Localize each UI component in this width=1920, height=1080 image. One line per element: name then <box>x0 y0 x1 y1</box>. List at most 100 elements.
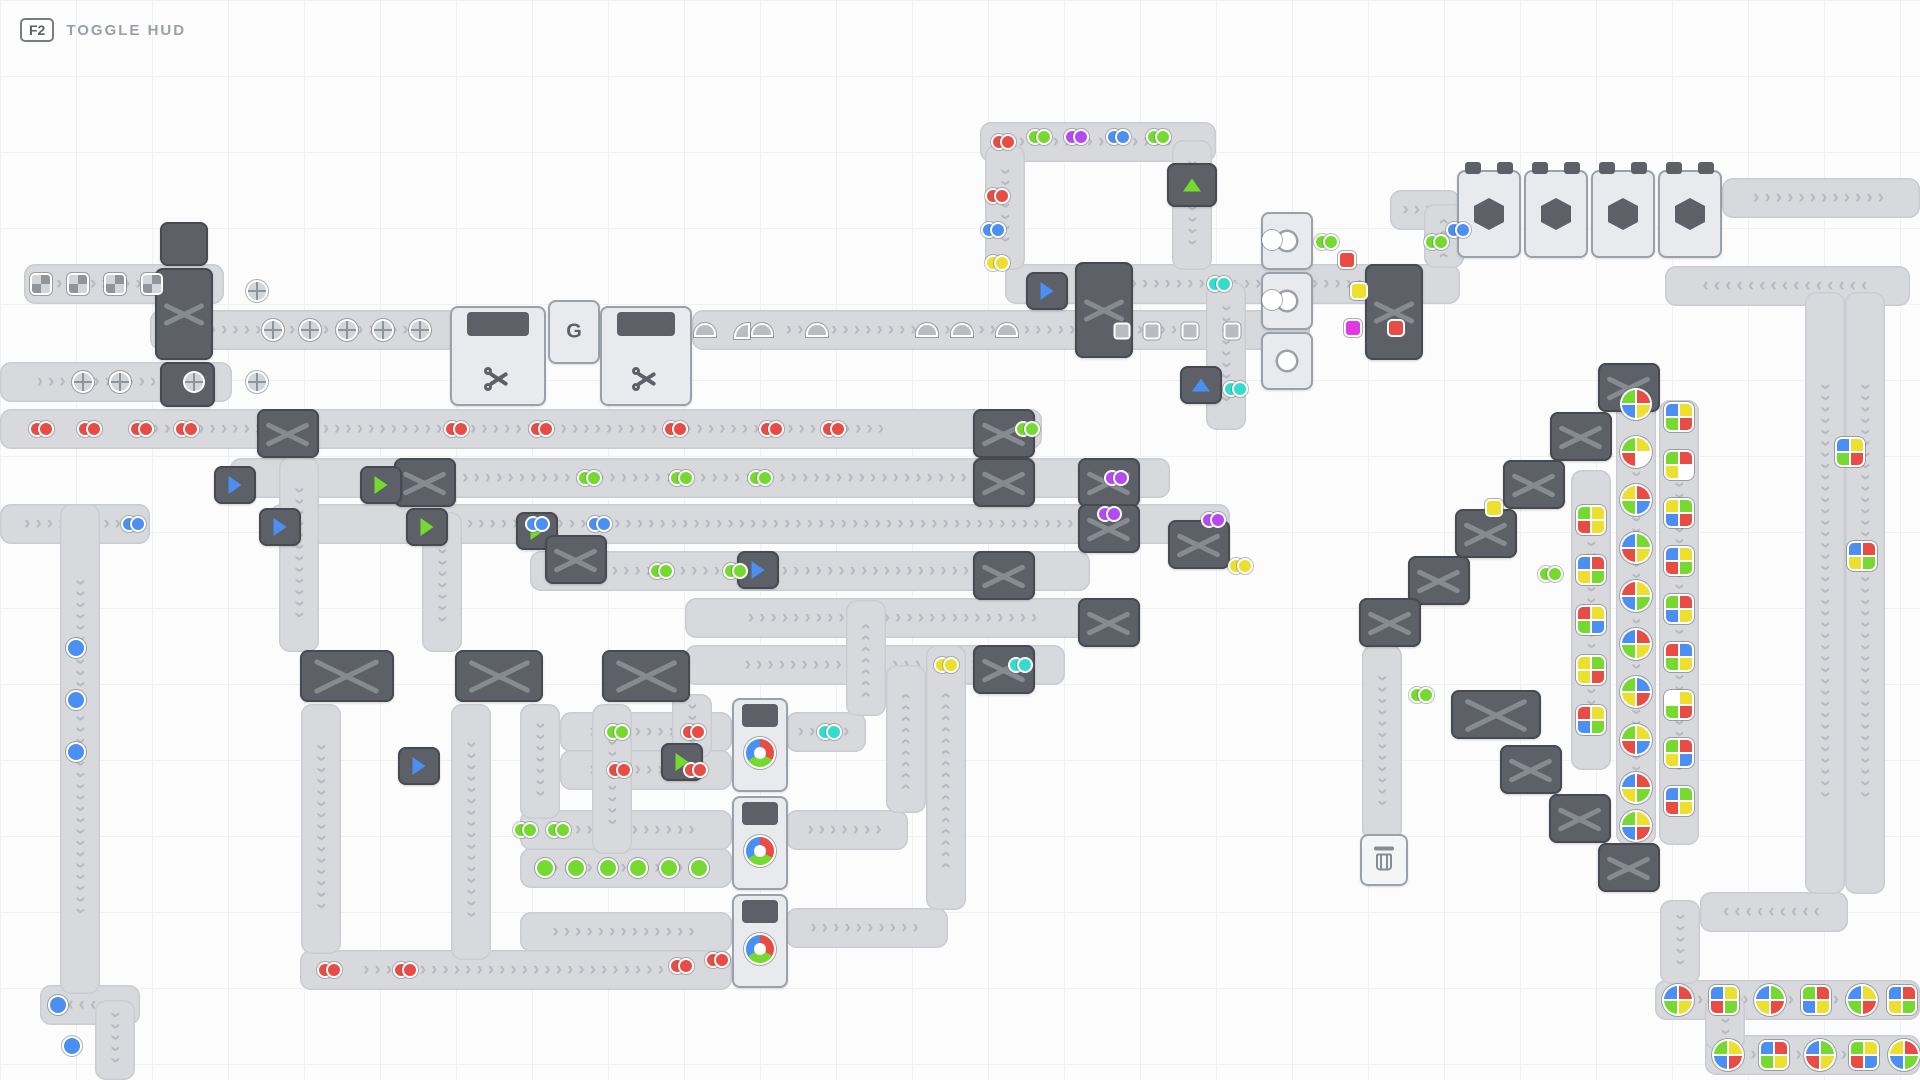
machine-balancer[interactable] <box>1168 520 1230 569</box>
shape-crossC <box>248 282 266 300</box>
shape-quadS <box>1666 548 1692 574</box>
machine-analyzer[interactable] <box>1261 212 1313 270</box>
belt-segment[interactable]: ››››››› <box>985 145 1025 270</box>
belt-segment[interactable]: ››››››››››››››››››››››››››››››››››››› <box>1845 292 1885 894</box>
belt-segment[interactable]: ›››››››››››››››››››››››››› <box>685 598 1105 638</box>
belt-segment[interactable]: ››››››››››››››››››››››››››› <box>300 950 732 990</box>
shape-quadS <box>1666 596 1692 622</box>
belt-segment[interactable]: ››››› <box>95 1000 135 1080</box>
belt-segment[interactable]: ››››››››››››››››››››››››››››››››››››››››… <box>0 409 1042 449</box>
belt-segment[interactable]: ››››››››››››› <box>520 912 732 952</box>
machine-balancer[interactable] <box>1549 794 1611 843</box>
machine-mixer[interactable] <box>732 894 788 988</box>
machine-stacker[interactable] <box>1457 162 1521 258</box>
machine-tunnel[interactable] <box>406 508 448 546</box>
belt-segment[interactable]: ›››››››››››››››› <box>1655 980 1920 1020</box>
machine-stacker[interactable] <box>1591 162 1655 258</box>
machine-tunnel[interactable] <box>259 508 301 546</box>
shape-bump <box>716 954 728 966</box>
belt-segment[interactable]: ›››››››››››› <box>1362 645 1402 840</box>
machine-analyzer[interactable] <box>1261 332 1313 390</box>
quad-divider <box>1635 534 1637 562</box>
machine-tunnel[interactable] <box>1026 272 1068 310</box>
quad-divider <box>1590 657 1592 683</box>
shape-bump <box>1218 278 1230 290</box>
belt-segment[interactable]: ›››››››››››››››› <box>451 704 491 960</box>
shape-pair <box>936 658 958 672</box>
machine-balancer[interactable] <box>1500 745 1562 794</box>
machine-balancer[interactable] <box>1550 412 1612 461</box>
machine-balancer[interactable] <box>1451 690 1541 739</box>
machine-balancer[interactable] <box>602 650 690 702</box>
machine-grabber[interactable]: G <box>548 300 600 364</box>
belt-segment[interactable]: ››››››› <box>520 704 560 819</box>
belt-segment[interactable]: ››››››››››››››››››››››››››››››››››››› <box>1805 292 1845 894</box>
machine-tunnel[interactable] <box>360 466 402 504</box>
shape-circle <box>68 744 84 760</box>
shape-bump <box>996 190 1008 202</box>
hexagon-icon <box>1608 198 1638 230</box>
belt-segment[interactable]: ››››››››››››››› <box>301 704 341 954</box>
belt-segment[interactable]: ››››››› <box>786 810 908 850</box>
shape-bump <box>1420 689 1432 701</box>
machine-balancer[interactable] <box>1455 509 1517 558</box>
belt-segment[interactable]: ››››››››› <box>1206 282 1246 430</box>
quad-divider <box>1861 986 1863 1014</box>
belt-segment[interactable]: ›››››››››››› <box>1722 178 1920 218</box>
machine-mixer[interactable] <box>732 796 788 890</box>
shape-pair <box>319 963 341 977</box>
shape-pair <box>609 763 631 777</box>
input-tab <box>1599 162 1615 174</box>
belt-segment[interactable]: ››››››››› <box>886 665 926 813</box>
machine-cutter[interactable] <box>600 306 692 406</box>
machine-balancer[interactable] <box>545 535 607 584</box>
machine-balancer[interactable] <box>300 650 394 702</box>
scissors-icon <box>632 367 660 391</box>
machine-tunnel[interactable] <box>398 747 440 785</box>
machine-tunnel[interactable] <box>1167 163 1217 207</box>
belt-segment[interactable]: ››››› <box>1660 900 1700 984</box>
shape-graySq <box>1145 324 1159 338</box>
belt-arrows-icon: ‹‹‹‹‹‹‹‹‹ <box>1723 901 1825 922</box>
scissor-ring <box>484 367 492 375</box>
belt-segment[interactable]: ›››››››››››››››› <box>926 645 966 910</box>
machine-balancer[interactable] <box>973 458 1035 507</box>
input-tab <box>1564 162 1580 174</box>
shape-halfC <box>696 325 714 335</box>
machine-balancer[interactable] <box>155 268 213 360</box>
machine-balancer[interactable] <box>1078 598 1140 647</box>
machine-balancer[interactable] <box>1075 262 1133 358</box>
machine-balancer[interactable] <box>1408 556 1470 605</box>
belt-segment[interactable]: ›››››››››› <box>786 908 948 948</box>
machine-balancer[interactable] <box>1503 460 1565 509</box>
machine-balancer[interactable] <box>394 458 456 507</box>
machine-stacker[interactable] <box>1658 162 1722 258</box>
machine-balancer[interactable] <box>257 409 319 458</box>
machine-tunnel[interactable] <box>1180 366 1222 404</box>
machine-balancer[interactable] <box>1359 598 1421 647</box>
belt-segment[interactable]: ›››››››››››› <box>279 457 319 652</box>
shape-bump <box>1157 131 1169 143</box>
belt-arrows-icon: ›››››››››››› <box>289 486 310 623</box>
quad-divider <box>256 282 258 300</box>
machine-trash[interactable] <box>1360 834 1408 886</box>
machine-balancer[interactable] <box>455 650 543 702</box>
machine-stacker[interactable] <box>1524 162 1588 258</box>
quad-divider <box>1635 774 1637 802</box>
machine-mixer[interactable] <box>732 698 788 792</box>
shape-window-icon <box>1278 292 1296 310</box>
belt-segment[interactable]: ››››››››››››› <box>520 848 732 888</box>
shape-bump <box>1234 383 1246 395</box>
quad-divider <box>346 321 348 339</box>
machine-block[interactable] <box>160 222 208 266</box>
belt-segment[interactable]: ‹‹‹‹‹‹‹‹‹ <box>1700 892 1848 932</box>
belt-arrows-icon: ››››››› <box>855 618 876 698</box>
machine-balancer[interactable] <box>973 551 1035 600</box>
machine-top-block <box>742 704 778 727</box>
machine-balancer[interactable] <box>1365 264 1423 360</box>
machine-tunnel[interactable] <box>214 466 256 504</box>
machine-cutter[interactable] <box>450 306 546 406</box>
machine-balancer[interactable] <box>1598 843 1660 892</box>
belt-segment[interactable]: ››››››› <box>846 600 886 716</box>
